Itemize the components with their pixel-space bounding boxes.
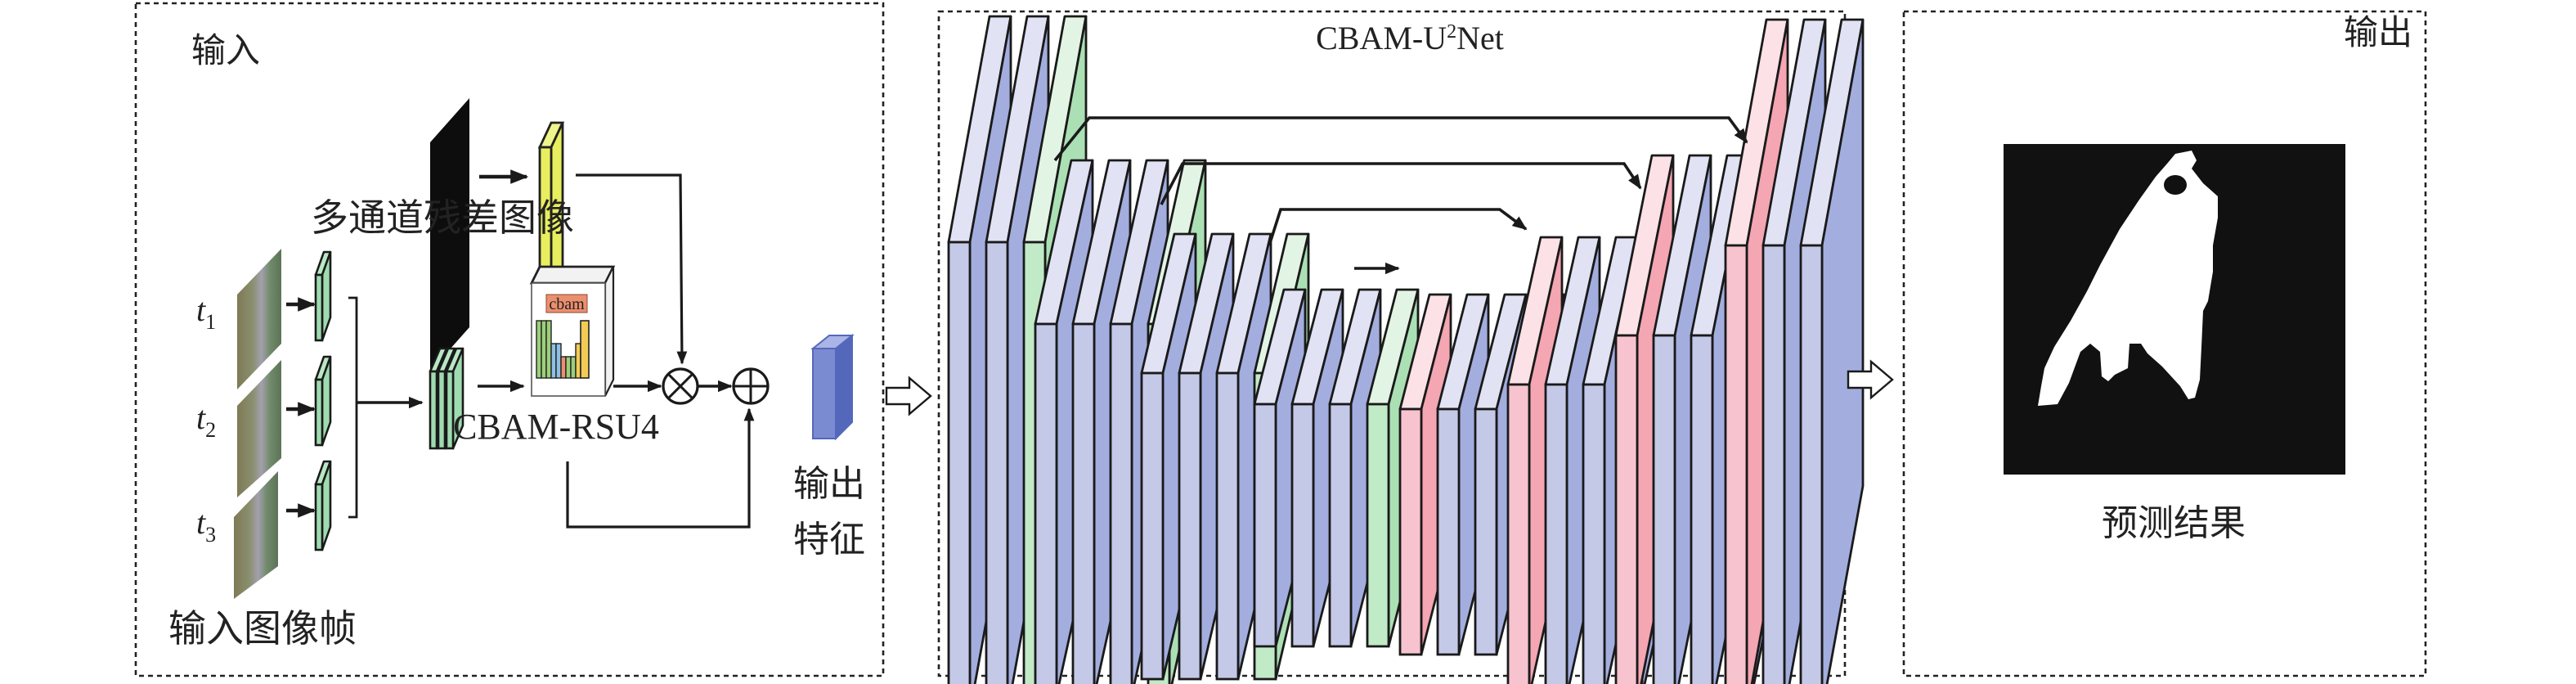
decoder-stage-4 (1724, 18, 1865, 684)
frame-t2 (237, 360, 281, 497)
frames-label: 输入图像帧 (168, 606, 357, 650)
layer-front (1761, 244, 1786, 684)
layer-front (1071, 322, 1096, 684)
input-panel-title: 输入 (191, 30, 260, 70)
frame-feature-blocks (314, 250, 332, 551)
output-panel-title: 输出 (2344, 12, 2412, 52)
flow-arrow-input-to-network (885, 376, 932, 416)
module-label: CBAM-RSU4 (453, 407, 659, 447)
frame-image (234, 471, 278, 599)
layer-front (1366, 403, 1390, 648)
residual-image (430, 98, 469, 371)
network-panel: CBAM-U2Net (937, 10, 1865, 684)
residual-feature-block (537, 121, 565, 296)
output-panel: 输出 预测结果 (1902, 10, 2427, 677)
layer-front (314, 378, 324, 447)
layer-front (1215, 371, 1240, 681)
layer-front (1034, 322, 1058, 684)
concat-bracket (348, 296, 358, 519)
layer-front (1436, 407, 1461, 656)
network-layers (947, 15, 1865, 684)
frame-t1 (237, 249, 281, 389)
residual-label: 多通道残差图像 (311, 196, 574, 240)
network-title: CBAM-U2Net (1316, 20, 1504, 56)
add-operator (732, 367, 770, 405)
frame-feature-1 (314, 250, 332, 342)
layer-front (1290, 403, 1315, 648)
layer-front (314, 273, 324, 342)
result-label: 预测结果 (2102, 502, 2246, 544)
encoder-stage-4 (1253, 288, 1420, 648)
layer-front (1652, 334, 1676, 684)
stack-layer-3 (445, 347, 464, 450)
blue-layer (1799, 18, 1865, 684)
layer-front (1140, 371, 1165, 681)
frame-feature-3 (314, 460, 332, 551)
skip-connection-3 (1268, 208, 1528, 246)
layer-front (437, 370, 447, 450)
frame-label-t2: t2 (196, 399, 216, 442)
prediction-mask-foreground (2038, 151, 2218, 406)
input-panel-border (134, 2, 885, 677)
skip-connections (1053, 116, 1748, 246)
layer-front (1328, 403, 1353, 648)
residual-connector (576, 173, 688, 365)
blue-layer (1253, 288, 1307, 648)
frame-label-t1: t1 (196, 291, 216, 334)
layer-front (985, 241, 1009, 684)
layer-front (1690, 334, 1714, 684)
layer-front (1398, 407, 1423, 656)
frame-image (237, 249, 281, 389)
multiply-operator (662, 367, 699, 405)
cbam-rsu4-module: cbam (529, 265, 616, 397)
cbam-inner-bars (536, 320, 590, 379)
layer-front (429, 370, 438, 450)
layer-front (314, 483, 324, 551)
layer-front (1506, 383, 1531, 684)
frame-feature-2 (314, 355, 332, 447)
layer-front (1724, 244, 1748, 684)
network-panel-border (937, 10, 1847, 677)
layer-front (1253, 403, 1277, 648)
cbam-tag-label: cbam (549, 295, 585, 313)
output-feature-block (810, 333, 855, 441)
layer-front (1799, 244, 1824, 684)
residual-skip-connection (566, 407, 755, 529)
input-panel: 输入 多通道残差图像 t1 t2 t3 (134, 2, 885, 677)
frame-label-t3: t3 (196, 504, 216, 547)
layer-front (1178, 371, 1202, 681)
prediction-mask-hole (2164, 175, 2187, 195)
layer-front (1544, 383, 1568, 684)
frame-t3 (234, 471, 278, 599)
output-feature-label-line2: 特征 (793, 519, 865, 560)
layer-front (1582, 383, 1606, 684)
cbam-tag (545, 294, 588, 313)
layer-front (1614, 334, 1639, 684)
skip-connection-2 (1160, 162, 1642, 205)
output-panel-border (1902, 10, 2427, 677)
concatenated-feature-stack (429, 347, 464, 450)
flow-arrow-network-to-output (1847, 359, 1894, 400)
layer-front (1474, 407, 1498, 656)
layer-front (947, 241, 972, 684)
skip-connection-1 (1053, 116, 1748, 162)
frame-image (237, 360, 281, 497)
output-feature-label-line1: 输出 (793, 463, 865, 505)
layer-front (445, 370, 455, 450)
layer-front (1109, 322, 1133, 684)
